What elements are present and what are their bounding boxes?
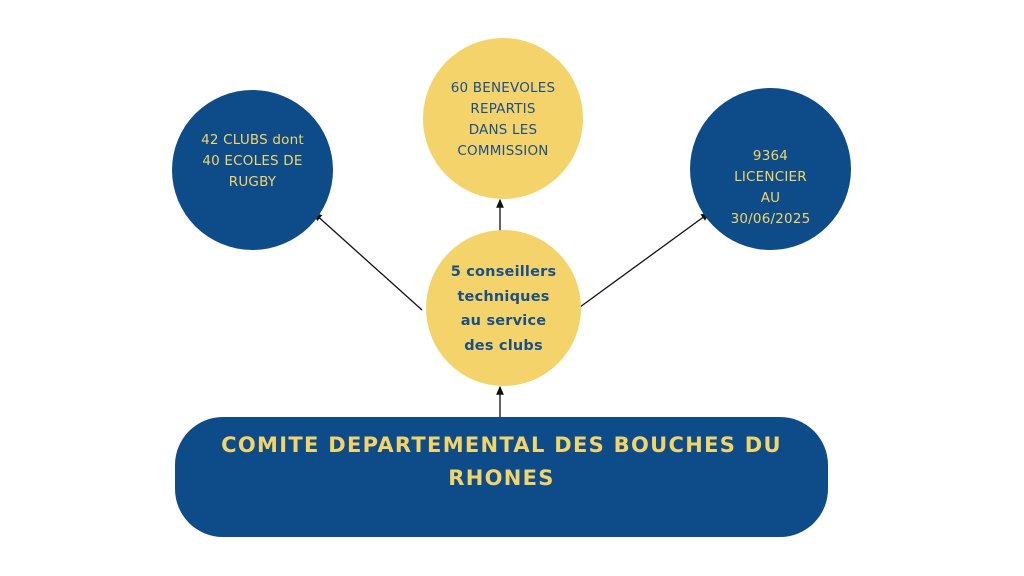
node-text: RUGBY bbox=[228, 174, 277, 190]
comite-title: RHONES bbox=[448, 466, 555, 490]
arrow-to-clubs bbox=[313, 212, 423, 311]
node-text: 5 conseillers bbox=[450, 264, 557, 280]
node-text: LICENCIER bbox=[734, 169, 807, 185]
node-text: DANS LES bbox=[468, 122, 538, 138]
node-text: 9364 bbox=[752, 148, 789, 164]
comite-title: COMITE DEPARTEMENTAL DES BOUCHES DU bbox=[221, 433, 782, 457]
comite-box: COMITE DEPARTEMENTAL DES BOUCHES DU RHON… bbox=[175, 417, 828, 537]
node-text: 42 CLUBS dont bbox=[201, 132, 304, 148]
benevoles-node: 60 BENEVOLES REPARTIS DANS LES COMMISSIO… bbox=[423, 38, 583, 199]
node-text: 30/06/2025 bbox=[730, 211, 811, 227]
licencies-node: 9364 LICENCIER AU 30/06/2025 bbox=[690, 88, 851, 250]
node-text: COMMISSION bbox=[457, 143, 549, 159]
node-text: REPARTIS bbox=[470, 101, 536, 117]
node-text: techniques bbox=[457, 288, 550, 305]
node-text: 40 ECOLES DE bbox=[202, 153, 303, 169]
node-text: AU bbox=[760, 190, 781, 206]
arrow-to-licencies bbox=[579, 212, 711, 308]
node-text: des clubs bbox=[464, 337, 543, 354]
node-text: 60 BENEVOLES bbox=[450, 80, 556, 96]
conseillers-node: 5 conseillers techniques au service des … bbox=[426, 230, 581, 386]
clubs-node: 42 CLUBS dont 40 ECOLES DE RUGBY bbox=[172, 90, 333, 250]
node-text: au service bbox=[460, 313, 547, 329]
